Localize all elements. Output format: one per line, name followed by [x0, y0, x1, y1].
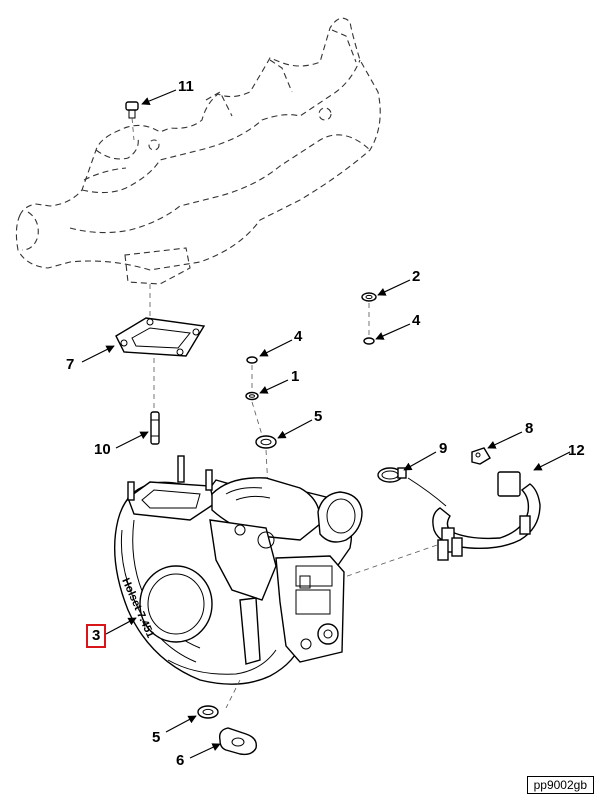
o-ring-center	[245, 391, 259, 401]
exhaust-manifold	[15, 17, 381, 285]
callout-leaders	[81, 89, 571, 759]
drain-gasket	[218, 727, 257, 756]
seal-ring-center	[255, 435, 277, 449]
diagram-code-label: pp9002gb	[526, 776, 594, 794]
callout-1[interactable]: 1	[291, 368, 300, 385]
callout-6[interactable]: 6	[176, 752, 185, 769]
washer-upper-right	[363, 337, 375, 345]
callout-9[interactable]: 9	[439, 440, 448, 457]
callout-8[interactable]: 8	[525, 420, 534, 437]
washer-center	[246, 356, 258, 364]
mounting-stud	[150, 411, 160, 445]
callout-2[interactable]: 2	[412, 268, 421, 285]
callout-5-lower[interactable]: 5	[152, 729, 161, 746]
o-ring-upper	[361, 292, 377, 302]
hose-clamp	[377, 467, 407, 483]
callout-10[interactable]: 10	[94, 441, 111, 458]
callout-5-center[interactable]: 5	[314, 408, 323, 425]
callout-11[interactable]: 11	[178, 78, 194, 95]
turbo-gasket	[115, 317, 206, 357]
wiring-harness	[407, 471, 541, 561]
callout-3-highlighted[interactable]: 3	[86, 624, 107, 648]
turbocharger	[114, 455, 363, 685]
callout-7[interactable]: 7	[66, 356, 75, 373]
callout-4-center[interactable]: 4	[294, 328, 303, 345]
seal-ring-lower	[197, 705, 219, 719]
callout-12[interactable]: 12	[568, 442, 585, 459]
manifold-capscrew	[125, 101, 139, 119]
callout-4-upper[interactable]: 4	[412, 312, 421, 329]
sensor-connector	[471, 447, 491, 465]
